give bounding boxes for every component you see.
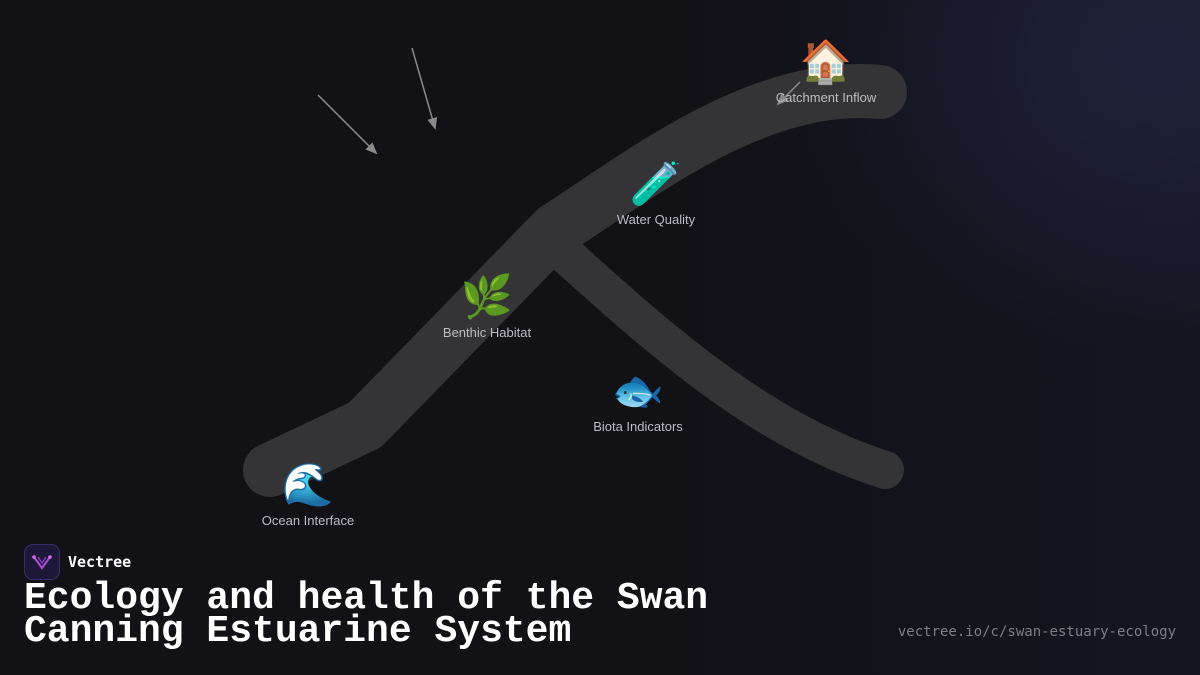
flow-arrow (776, 81, 801, 106)
flow-arrow (411, 47, 438, 130)
node-label: Ocean Interface (261, 513, 355, 528)
node-water-quality: 🧪 Water Quality (576, 159, 736, 228)
brand[interactable]: Vectree (24, 544, 131, 580)
main-river-channel (243, 63, 907, 497)
test-tube-icon: 🧪 (629, 159, 683, 208)
wave-icon: 🌊 (281, 460, 335, 509)
river-branch (536, 226, 904, 489)
node-biota-indicators: 🐟 Biota Indicators (558, 366, 718, 435)
vectree-logo-icon (24, 544, 60, 580)
brand-name: Vectree (68, 553, 132, 571)
fish-icon: 🐟 (611, 366, 665, 415)
house-icon: 🏠 (799, 37, 853, 86)
node-catchment-inflow: 🏠 Catchment Inflow (746, 37, 906, 106)
node-ocean-interface: 🌊 Ocean Interface (228, 460, 388, 529)
node-benthic-habitat: 🌿 Benthic Habitat (407, 272, 567, 341)
page-title: Ecology and health of the Swan Canning E… (24, 577, 709, 653)
node-label: Biota Indicators (593, 419, 683, 434)
page-url[interactable]: vectree.io/c/swan-estuary-ecology (897, 624, 1176, 640)
flow-arrow (317, 94, 378, 155)
node-label: Catchment Inflow (775, 90, 877, 105)
node-label: Water Quality (616, 212, 696, 227)
node-label: Benthic Habitat (442, 325, 532, 340)
herb-icon: 🌿 (460, 272, 514, 321)
